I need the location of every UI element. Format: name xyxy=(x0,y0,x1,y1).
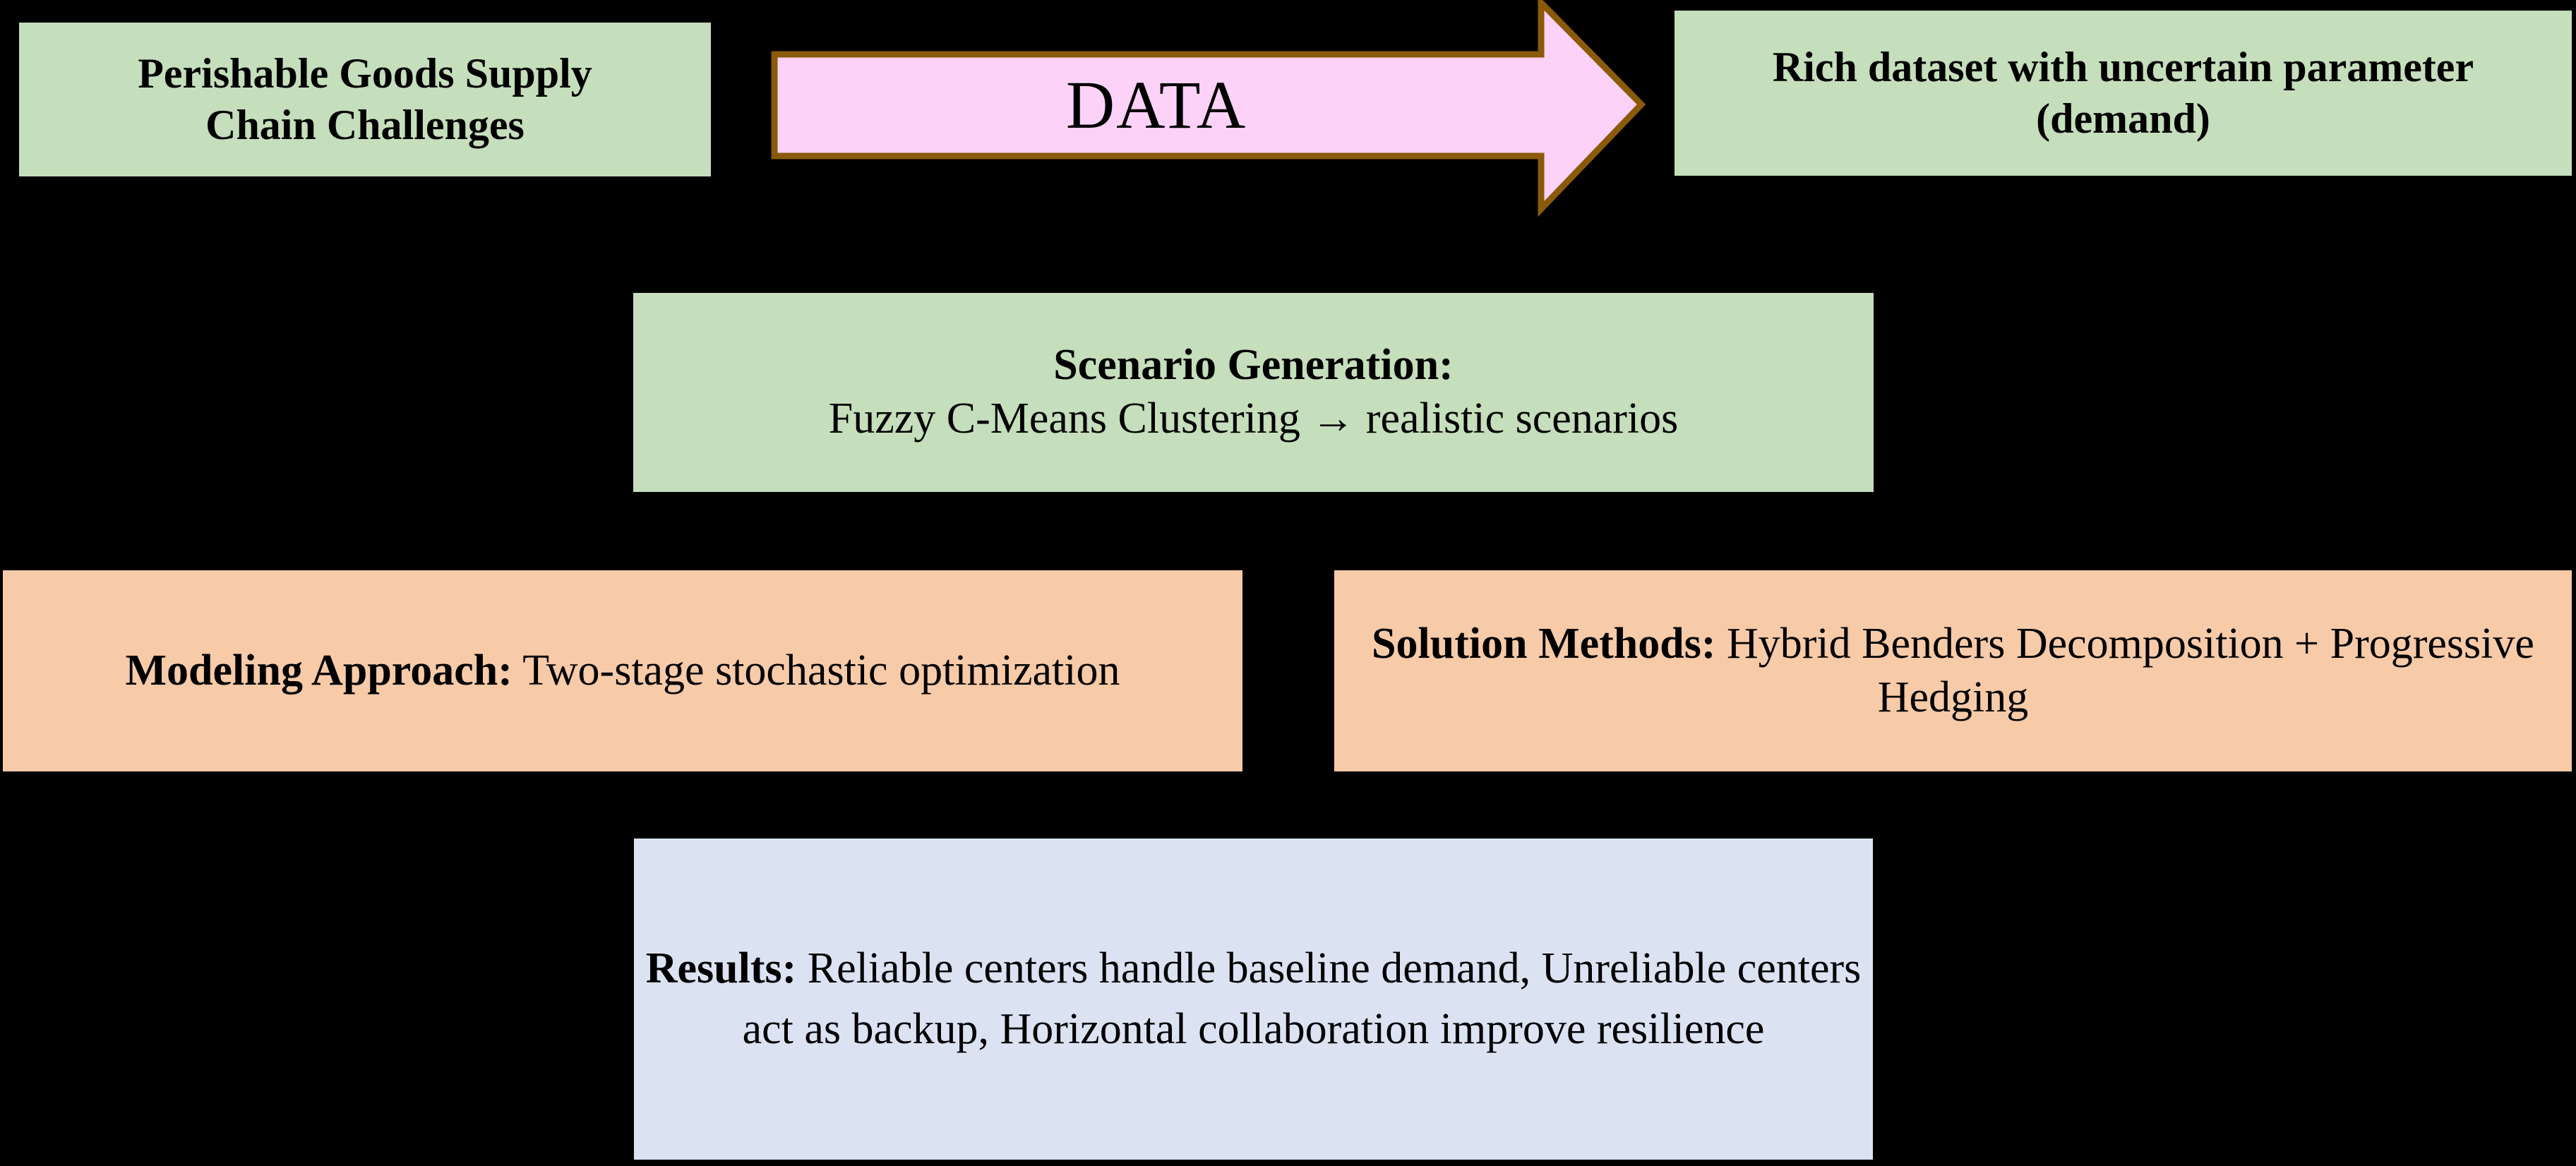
results-body: Reliable centers handle baseline demand,… xyxy=(742,944,1862,1053)
arrow-right-icon xyxy=(771,0,1646,217)
node-solution-methods: Solution Methods: Hybrid Benders Decompo… xyxy=(1334,570,2572,771)
dataset-line-1: Rich dataset with uncertain parameter xyxy=(1772,43,2474,90)
scenario-body: Fuzzy C-Means Clustering → realistic sce… xyxy=(828,395,1679,443)
results-heading: Results: xyxy=(645,944,797,992)
node-modeling-approach-text: Modeling Approach: Two-stage stochastic … xyxy=(13,644,1233,698)
data-flow-arrow xyxy=(771,0,1646,217)
modeling-body: Two-stage stochastic optimization xyxy=(512,646,1120,695)
data-flow-arrow-label: DATA xyxy=(1065,67,1247,143)
node-supply-chain-challenges-text: Perishable Goods Supply Chain Challenges xyxy=(29,48,701,151)
challenges-line-1: Perishable Goods Supply xyxy=(138,49,592,97)
modeling-heading: Modeling Approach: xyxy=(125,646,513,695)
node-scenario-generation: Scenario Generation: Fuzzy C-Means Clust… xyxy=(633,293,1874,492)
solution-body: Hybrid Benders Decomposition + Progressi… xyxy=(1715,619,2534,721)
scenario-heading: Scenario Generation: xyxy=(1053,341,1454,390)
node-results: Results: Reliable centers handle baselin… xyxy=(634,839,1873,1160)
node-results-text: Results: Reliable centers handle baselin… xyxy=(644,939,1863,1059)
node-solution-methods-text: Solution Methods: Hybrid Benders Decompo… xyxy=(1344,618,2562,724)
arrow-shape xyxy=(771,0,1646,217)
node-supply-chain-challenges: Perishable Goods Supply Chain Challenges xyxy=(19,23,711,176)
node-rich-dataset-text: Rich dataset with uncertain parameter (d… xyxy=(1684,42,2562,145)
challenges-line-2: Chain Challenges xyxy=(205,102,525,148)
solution-heading: Solution Methods: xyxy=(1372,619,1716,668)
dataset-line-2: (demand) xyxy=(2036,95,2210,142)
node-rich-dataset: Rich dataset with uncertain parameter (d… xyxy=(1675,11,2572,176)
node-modeling-approach: Modeling Approach: Two-stage stochastic … xyxy=(3,570,1242,771)
